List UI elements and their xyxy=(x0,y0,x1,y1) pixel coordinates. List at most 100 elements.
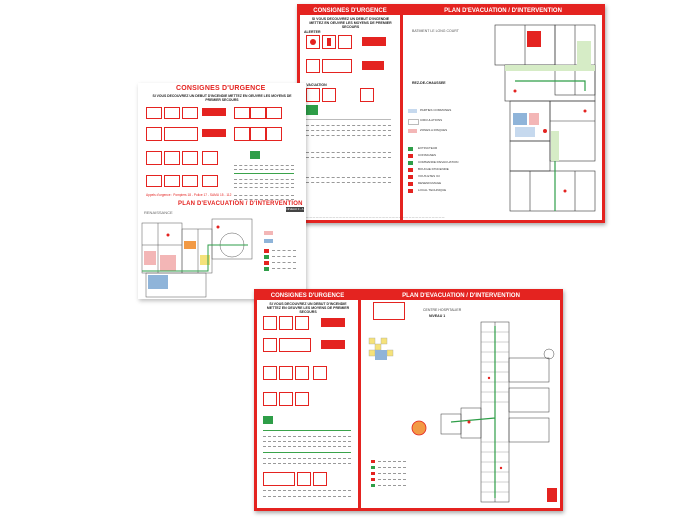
building-name: BATIMENT LE LONG COURT xyxy=(412,29,459,33)
lift-pic xyxy=(202,175,218,187)
bp-pic-14 xyxy=(297,472,311,486)
intro-text-left: SI VOUS DECOUVREZ UN DEBUT D'INCENDIE ME… xyxy=(152,94,292,102)
evac-pic-6 xyxy=(266,127,282,141)
people-pictogram xyxy=(338,35,352,49)
bp-pic-2 xyxy=(279,316,293,330)
legend-risk-left xyxy=(264,231,273,235)
legend-evac-command: COMMANDE D'EVACUATION xyxy=(418,160,459,164)
assembly-icon xyxy=(250,151,260,159)
fire-pic xyxy=(146,151,162,165)
legend-technical: LOCAL TECHNIQUE xyxy=(418,188,447,192)
legend-icon-2 xyxy=(408,154,413,158)
legend-icon-4 xyxy=(408,168,413,172)
level-label: NIVEAU 1 xyxy=(429,314,446,318)
gas-pic xyxy=(146,175,162,187)
legend-swatch-common xyxy=(408,109,417,113)
evac-pic-5 xyxy=(250,127,266,141)
section-alert: ALERTER xyxy=(304,30,321,34)
smoke-pic xyxy=(182,175,198,187)
evac-pic-4 xyxy=(234,127,250,141)
floor-plan-bottom xyxy=(368,321,555,503)
phone-numbers-badge xyxy=(362,37,386,46)
legend-icon-1 xyxy=(408,147,413,151)
legend-you-are-here: VOUS ETES ICI xyxy=(418,174,440,178)
numbers-badge xyxy=(202,108,226,116)
legend-common: PARTIES COMMUNES xyxy=(420,108,452,112)
legend-swatch-risk xyxy=(408,129,417,133)
numbers-badge-2 xyxy=(202,129,226,137)
bp-pic-10 xyxy=(263,392,277,406)
evac-pic-3 xyxy=(266,107,282,119)
legend-risk: ZONES A RISQUES xyxy=(420,128,448,132)
call-pic xyxy=(164,127,198,141)
evac-pic-2 xyxy=(250,107,266,119)
evac-pictogram-3 xyxy=(360,88,374,102)
numbers-line: Appels d'urgence : Pompiers 18 - Police … xyxy=(146,193,232,197)
legend-icon-7 xyxy=(408,189,413,193)
corner-logo xyxy=(547,488,557,502)
intro-text: SI VOUS DECOUVREZ UN DEBUT D'INCENDIE ME… xyxy=(309,17,392,29)
evac-pic-1 xyxy=(234,107,250,119)
legend-blue-left xyxy=(264,239,273,243)
evacuation-plan-sheet-bottom: CONSIGNES D'URGENCE PLAN D'EVACUATION / … xyxy=(254,289,563,511)
bp-pic-8 xyxy=(295,366,309,380)
phone-pictogram xyxy=(306,59,320,73)
bp-pic-7 xyxy=(279,366,293,380)
extinguisher-pictogram xyxy=(322,35,336,49)
legend-icon-6 xyxy=(408,182,413,186)
bp-pic-6 xyxy=(263,366,277,380)
legend-swatch-circulation xyxy=(408,119,419,125)
intro-bottom: SI VOUS DECOUVREZ UN DEBUT D'INCENDIE ME… xyxy=(266,302,350,314)
consignes-header-bottom: CONSIGNES D'URGENCE xyxy=(257,292,358,300)
mini-map-frame xyxy=(373,302,405,320)
plan-header-bottom: PLAN D'EVACUATION / D'INTERVENTION xyxy=(361,292,560,300)
consignes-title: CONSIGNES D'URGENCE xyxy=(176,85,266,92)
divider xyxy=(400,7,403,220)
bp-pic-1 xyxy=(263,316,277,330)
legend-hydrant: BOUCHE D'INCENDIE xyxy=(418,167,449,171)
elec-pic xyxy=(164,175,180,187)
consignes-header: CONSIGNES D'URGENCE xyxy=(300,7,400,15)
floor-label: REZ-DE-CHAUSSEE xyxy=(412,81,446,85)
floor-plan-left xyxy=(141,218,253,298)
renaissance-logo: RENAISSANCE xyxy=(144,210,173,215)
consignes-sheet-left: CONSIGNES D'URGENCE SI VOUS DECOUVREZ UN… xyxy=(138,83,306,299)
emergency-badge xyxy=(362,61,384,70)
bp-badge-2 xyxy=(321,340,345,349)
door-pic xyxy=(164,151,180,165)
bp-pic-13 xyxy=(263,472,295,486)
bp-pic-12 xyxy=(295,392,309,406)
alarm-pictogram xyxy=(322,59,352,73)
bp-pic-3 xyxy=(295,316,309,330)
alert-pic-1 xyxy=(146,107,162,119)
assembly-point-icon xyxy=(306,105,318,115)
evac-pictogram-2 xyxy=(322,88,336,102)
extinguisher-pic xyxy=(202,151,218,165)
legend-extinguisher: EXTINCTEUR xyxy=(418,146,438,150)
bp-pic-11 xyxy=(279,392,293,406)
evacuation-plan-sheet-top: CONSIGNES D'URGENCE PLAN D'EVACUATION / … xyxy=(297,4,605,223)
footer-text: — — — — — — — — — — — — — — — — — — — — … xyxy=(306,216,445,219)
bp-badge xyxy=(321,318,345,327)
divider-bottom xyxy=(358,292,361,508)
bp-pic-4 xyxy=(263,338,277,352)
plan-title-left: PLAN D'EVACUATION / D'INTERVENTION xyxy=(178,201,303,207)
legend-consignes: CONSIGNES xyxy=(418,153,437,157)
bp-assembly xyxy=(263,416,273,424)
evac-pictogram-1 xyxy=(306,88,320,102)
bp-pic-15 xyxy=(313,472,327,486)
level-badge: NIVEAU 0 - A xyxy=(286,207,304,212)
section-evacuation: EVACUATION xyxy=(304,83,327,87)
plan-header: PLAN D'EVACUATION / D'INTERVENTION xyxy=(403,7,602,15)
bp-pic-9 xyxy=(313,366,327,380)
legend-icon-3 xyxy=(408,161,413,165)
window-pic xyxy=(182,151,198,165)
alert-pic-3 xyxy=(182,107,198,119)
floor-plan-drawing xyxy=(494,24,596,212)
alert-pic-2 xyxy=(164,107,180,119)
place-name: CENTRE HOSPITALIER xyxy=(423,308,462,312)
legend-circulation: CIRCULATIONS xyxy=(420,118,443,122)
bp-pic-5 xyxy=(279,338,311,352)
legend-smoke: DESENFUMAGE xyxy=(418,181,442,185)
fire-pictogram xyxy=(306,35,320,49)
